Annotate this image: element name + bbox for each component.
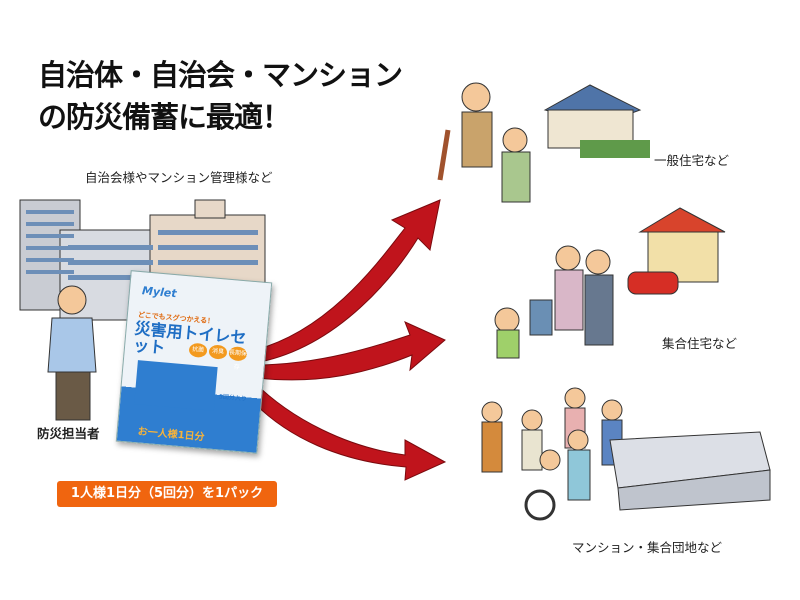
package-count: 5回分入り: [218, 393, 248, 403]
arrow-to-houses: [254, 199, 441, 363]
buildings-caption: 自治会様やマンション管理様など: [85, 170, 273, 185]
residents-and-apartment-complex-illustration: [481, 387, 771, 521]
brand-logo: Mylet: [141, 284, 178, 301]
feature-chip: 抗菌: [188, 342, 208, 359]
feature-chip: 消臭: [208, 344, 228, 360]
distribution-arrows: [243, 199, 447, 481]
target-caption-mansions: マンション・集合団地など: [572, 540, 723, 555]
headline-line-1: 自治体・自治会・マンション: [38, 58, 403, 92]
arrow-to-mansions: [243, 377, 447, 481]
feature-chip: 長期保存: [228, 346, 248, 371]
restroom-pictogram-icon: [134, 360, 218, 411]
family-and-house-illustration: [494, 207, 726, 359]
headline-line-2: の防災備蓄に最適！: [38, 100, 291, 134]
target-caption-multi-housing: 集合住宅など: [662, 336, 738, 351]
arrow-to-multi-housing: [254, 321, 446, 381]
pack-contents-badge: 1人様1日分（5回分）を1パック: [57, 481, 277, 507]
target-caption-houses: 一般住宅など: [654, 153, 730, 168]
package-per-person: お一人様1日分: [137, 426, 205, 444]
officer-caption: 防災担当者: [37, 426, 100, 441]
disaster-officer-illustration: [47, 285, 97, 421]
elderly-and-house-illustration: [437, 82, 650, 203]
toilet-kit-package: Mylet どこでもスグつかえる！ 災害用トイレセット 抗菌 消臭 長期保存 5…: [115, 270, 273, 454]
